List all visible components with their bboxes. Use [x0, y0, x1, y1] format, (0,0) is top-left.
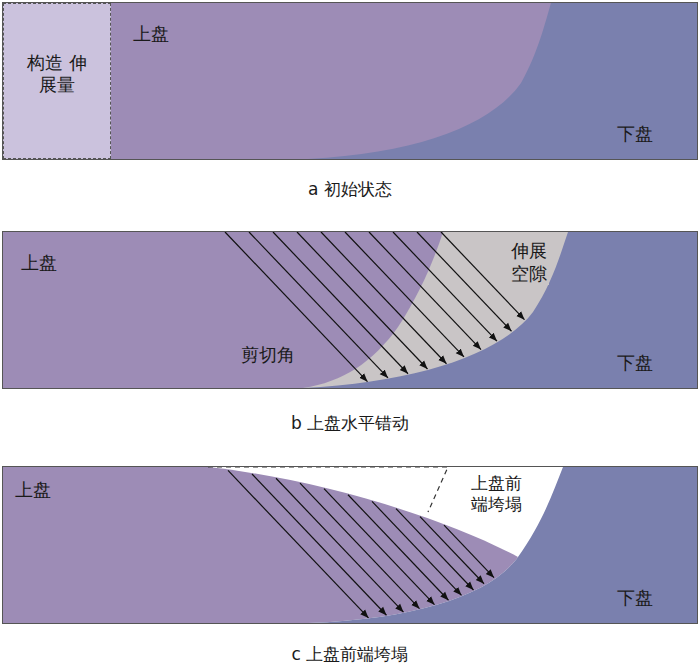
shear-arrow [228, 470, 369, 618]
shear-arrow [345, 232, 464, 357]
footwall [3, 3, 697, 159]
region-label: 上盘前 端垮塌 [471, 473, 531, 516]
hanging-wall [3, 3, 551, 159]
panel-b-figure [3, 232, 697, 388]
shear-arrow [396, 509, 474, 590]
shear-arrow [297, 232, 428, 369]
region-label: 上盘 [133, 23, 169, 46]
panel-caption: b 上盘水平错动 [0, 412, 700, 435]
panel-caption: a 初始状态 [0, 178, 700, 201]
shear-arrow [324, 489, 435, 605]
shear-arrow [420, 517, 484, 584]
region-label: 构造 伸展量 [26, 52, 88, 97]
shear-arrow [225, 232, 368, 382]
footwall [303, 232, 697, 388]
region-label: 上盘 [21, 252, 57, 275]
shear-arrow [393, 232, 497, 341]
region-label: 下盘 [617, 352, 653, 375]
extension-gap [3, 232, 697, 388]
shear-arrow [444, 525, 494, 578]
panel-box: 上盘 上盘前 端垮塌下盘 [2, 466, 698, 624]
panel-c-figure [3, 467, 697, 623]
panel-a-figure [3, 3, 697, 159]
shear-arrow [300, 483, 420, 608]
panel-box: 上盘剪切角 伸展 空隙下盘 [2, 231, 698, 389]
region-label: 伸展 空隙 [511, 240, 549, 285]
region-label: 上盘 [15, 479, 51, 502]
region-label: 剪切角 [241, 344, 295, 367]
shear-arrow [417, 232, 512, 331]
panel-caption: c 上盘前端垮塌 [0, 643, 700, 666]
extension-box: 构造 伸展量 [3, 3, 111, 159]
shear-arrow [252, 474, 387, 615]
shear-arrow [321, 232, 447, 364]
shear-arrow [372, 501, 462, 595]
region-label: 下盘 [617, 587, 653, 610]
collapse-space [3, 467, 697, 623]
footwall [308, 467, 697, 623]
region-label: 下盘 [617, 123, 653, 146]
shear-arrow [276, 478, 404, 612]
shear-arrow [369, 232, 481, 350]
panel-box: 上盘下盘 构造 伸展量 [2, 2, 698, 160]
hanging-wall [3, 467, 518, 623]
collapsed-outline [208, 467, 448, 512]
hanging-wall [3, 232, 443, 388]
